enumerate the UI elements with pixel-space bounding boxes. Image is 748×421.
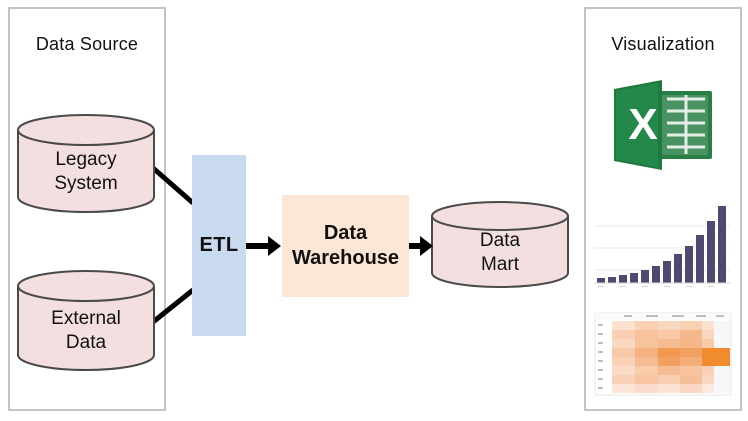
etl-to-warehouse-arrow bbox=[246, 236, 281, 256]
heatmap-thumbnail bbox=[594, 312, 732, 396]
legacy-to-etl-connector bbox=[151, 166, 195, 205]
excel-letter: X bbox=[628, 100, 658, 149]
data-mart-cylinder bbox=[431, 201, 569, 288]
data-source-title: Data Source bbox=[35, 34, 139, 54]
bar-chart-thumbnail bbox=[594, 206, 730, 287]
legacy-system-label: Legacy System bbox=[54, 149, 118, 194]
data-mart-label: Data Mart bbox=[479, 230, 521, 275]
etl-box: ETL bbox=[192, 155, 246, 336]
visualization-title: Visualization bbox=[611, 34, 715, 54]
data-warehouse-box: Data Warehouse bbox=[282, 195, 409, 297]
warehouse-to-mart-arrow bbox=[409, 236, 433, 256]
external-to-etl-connector bbox=[151, 288, 195, 324]
legacy-system-cylinder bbox=[17, 114, 155, 213]
excel-icon bbox=[614, 80, 712, 170]
external-data-cylinder bbox=[17, 270, 155, 371]
external-data-label: External Data bbox=[51, 308, 121, 353]
